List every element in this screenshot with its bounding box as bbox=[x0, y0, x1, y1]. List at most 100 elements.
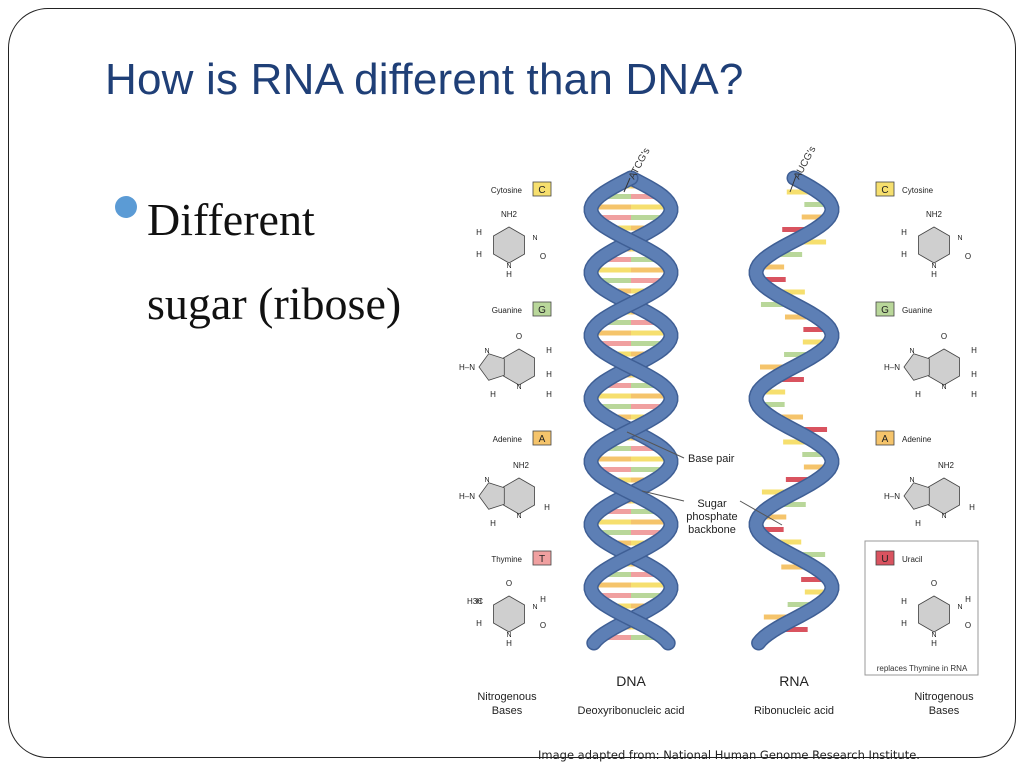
dna-base-right bbox=[631, 467, 668, 472]
structure-atom-label: H–N bbox=[884, 363, 900, 372]
dna-base-right bbox=[631, 257, 663, 262]
base-letter: T bbox=[539, 554, 545, 565]
structure-ring bbox=[478, 482, 505, 510]
rna-base bbox=[757, 527, 784, 532]
base-letter-box bbox=[532, 430, 552, 446]
structure-atom-label: N bbox=[532, 235, 537, 242]
dna-base-right bbox=[631, 519, 671, 525]
dna-base-right bbox=[631, 383, 663, 388]
base-letter-box bbox=[875, 301, 895, 317]
dna-base-left bbox=[594, 278, 631, 283]
rna-base bbox=[760, 302, 795, 307]
uracil-box bbox=[864, 540, 979, 676]
rna-base bbox=[783, 439, 816, 445]
dna-base-left bbox=[594, 530, 631, 535]
rna-base bbox=[775, 627, 808, 632]
dna-base-left bbox=[599, 194, 631, 199]
base-letter: A bbox=[882, 434, 889, 445]
structure-atom-label: H bbox=[901, 619, 907, 628]
structure-atom-label: H bbox=[546, 346, 552, 355]
rna-base bbox=[787, 602, 820, 607]
rna-base bbox=[772, 289, 805, 295]
rna-base bbox=[769, 539, 802, 545]
base-letter-box bbox=[875, 550, 895, 566]
structure-atom-label: NH2 bbox=[513, 461, 530, 470]
rna-base bbox=[757, 264, 785, 270]
rna-label: RNA bbox=[779, 673, 809, 689]
rna-base bbox=[804, 202, 831, 207]
dna-base-left bbox=[591, 582, 631, 588]
dna-base-left bbox=[591, 267, 631, 273]
structure-atom-label: H bbox=[971, 346, 977, 355]
structure-atom-label: H bbox=[544, 503, 550, 512]
structure-ring bbox=[903, 482, 930, 510]
right-footer-line-1: Nitrogenous bbox=[914, 691, 974, 703]
dna-base-right bbox=[631, 446, 663, 451]
base-name-label: Cytosine bbox=[491, 186, 523, 195]
rna-base bbox=[757, 402, 785, 407]
base-name-label: Thymine bbox=[491, 555, 522, 564]
base-letter: C bbox=[538, 185, 545, 196]
structure-ring bbox=[503, 477, 535, 515]
rna-base bbox=[758, 514, 787, 520]
structure-atom-label: H–N bbox=[459, 363, 475, 372]
backbone-callout-line-1 bbox=[641, 490, 685, 502]
structure-ring bbox=[917, 226, 951, 264]
structure-atom-label: O bbox=[540, 621, 546, 630]
structure-atom-label: N bbox=[516, 513, 521, 520]
rna-base bbox=[771, 377, 804, 382]
rna-base bbox=[786, 189, 819, 195]
dna-strand-2 bbox=[585, 172, 677, 649]
bullet-text: Different sugar (ribose) bbox=[147, 194, 402, 329]
base-letter-box bbox=[532, 550, 552, 566]
structure-atom-label: N bbox=[909, 477, 914, 484]
slide-frame bbox=[8, 8, 1016, 758]
rna-base bbox=[792, 239, 827, 245]
dna-strand-1 bbox=[585, 172, 677, 649]
dna-top-arrow bbox=[623, 177, 631, 193]
structure-atom-label: H bbox=[506, 270, 512, 279]
structure-ring bbox=[493, 595, 525, 633]
dna-base-right bbox=[631, 456, 671, 462]
rna-base bbox=[804, 589, 832, 595]
structure-atom-label: O bbox=[516, 332, 522, 341]
slide-title: How is RNA different than DNA? bbox=[105, 55, 744, 104]
dna-base-right bbox=[631, 330, 671, 336]
rna-base bbox=[784, 314, 817, 320]
rna-bases bbox=[757, 189, 832, 632]
structure-atom-label: H bbox=[969, 503, 975, 512]
dna-rna-figure: ATCG's AUCG's Base pair Sugar phosphate … bbox=[459, 145, 979, 717]
dna-base-right bbox=[631, 341, 668, 346]
bullet-dot bbox=[115, 196, 137, 218]
structure-atom-label: H bbox=[476, 250, 482, 259]
structure-ring bbox=[903, 353, 930, 381]
rna-base bbox=[760, 364, 794, 370]
rna-base bbox=[793, 427, 828, 432]
dna-base-left bbox=[594, 593, 631, 598]
right-footer-line-2: Bases bbox=[929, 705, 960, 717]
rna-base bbox=[770, 252, 803, 257]
structure-atom-label: O bbox=[540, 252, 546, 261]
dna-base-left bbox=[599, 572, 631, 577]
structure-atom-label: H3C bbox=[467, 597, 483, 606]
dna-base-right bbox=[631, 194, 663, 199]
rna-base bbox=[757, 389, 786, 395]
dna-base-right bbox=[631, 320, 663, 325]
structure-atom-label: NH2 bbox=[501, 210, 518, 219]
base-name-label: Guanine bbox=[492, 306, 523, 315]
structure-atom-label: H bbox=[965, 595, 971, 604]
structure-atom-label: NH2 bbox=[938, 461, 955, 470]
dna-base-right bbox=[631, 404, 668, 409]
dna-base-left bbox=[594, 341, 631, 346]
dna-base-right bbox=[631, 204, 671, 210]
base-letter: G bbox=[881, 305, 889, 316]
dna-backbone bbox=[583, 170, 679, 651]
structure-atom-label: H bbox=[490, 519, 496, 528]
structure-atom-label: N bbox=[516, 384, 521, 391]
dna-base-left bbox=[599, 446, 631, 451]
